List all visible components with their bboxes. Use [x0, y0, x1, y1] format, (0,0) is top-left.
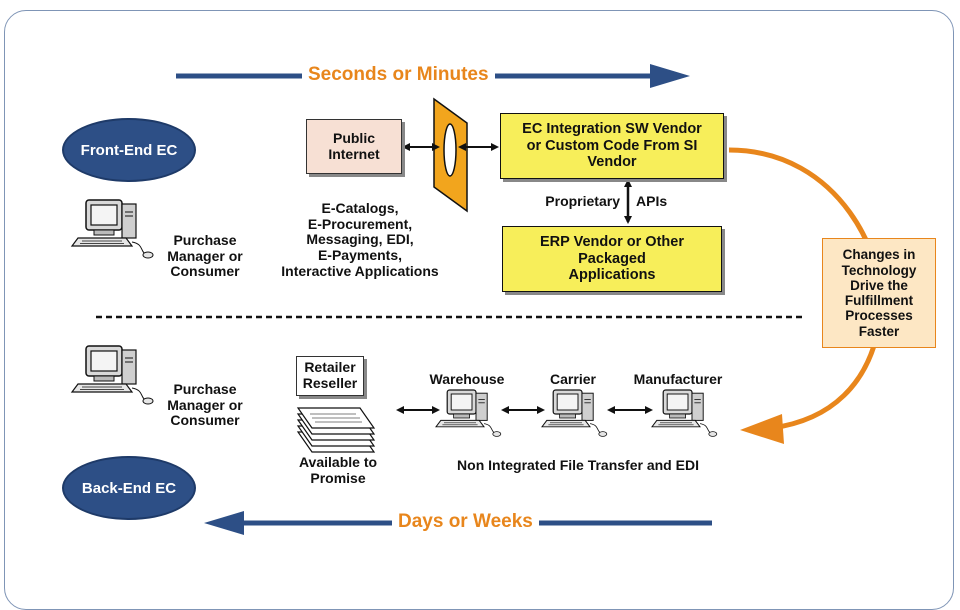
- application-item: E-Payments,: [317, 247, 403, 264]
- back-end-ec-oval: Back-End EC: [62, 456, 196, 520]
- application-item: E-Procurement,: [307, 215, 413, 232]
- application-item: Interactive Applications: [281, 262, 439, 279]
- manufacturer-computer-icon: [651, 389, 718, 437]
- back-computer-icon: [71, 345, 154, 405]
- purchase-manager-top-label: Purchase Manager or Consumer: [167, 232, 243, 280]
- available-to-promise-label: Available to Promise: [298, 454, 378, 486]
- non-integrated-label: Non Integrated File Transfer and EDI: [457, 457, 699, 473]
- proprietary-label: Proprietary: [545, 193, 620, 209]
- carrier-label: Carrier: [550, 371, 596, 387]
- manufacturer-label: Manufacturer: [633, 371, 723, 387]
- top-arrow-label: Seconds or Minutes: [302, 64, 495, 86]
- warehouse-computer-icon: [435, 389, 502, 437]
- warehouse-label: Warehouse: [429, 371, 505, 387]
- erp-vendor-box: ERP Vendor or Other Packaged Application…: [502, 226, 722, 292]
- application-list: E-Catalogs, E-Procurement, Messaging, ED…: [262, 200, 458, 279]
- apis-label: APIs: [636, 193, 668, 209]
- purchase-manager-bottom-label: Purchase Manager or Consumer: [167, 381, 243, 429]
- ec-integration-box: EC Integration SW Vendor or Custom Code …: [500, 113, 724, 179]
- front-computer-icon: [71, 199, 154, 259]
- changes-in-technology-box: Changes in Technology Drive the Fulfillm…: [822, 238, 936, 348]
- carrier-computer-icon: [541, 389, 608, 437]
- front-end-ec-oval: Front-End EC: [62, 118, 196, 182]
- application-item: Messaging, EDI,: [306, 231, 414, 248]
- documents-stack-icon: [296, 407, 376, 453]
- public-internet-box: Public Internet: [306, 119, 402, 174]
- application-item: E-Catalogs,: [321, 200, 399, 216]
- firewall-icon: [433, 97, 468, 213]
- retailer-reseller-box: Retailer Reseller: [296, 356, 364, 396]
- bottom-arrow-label: Days or Weeks: [392, 511, 539, 533]
